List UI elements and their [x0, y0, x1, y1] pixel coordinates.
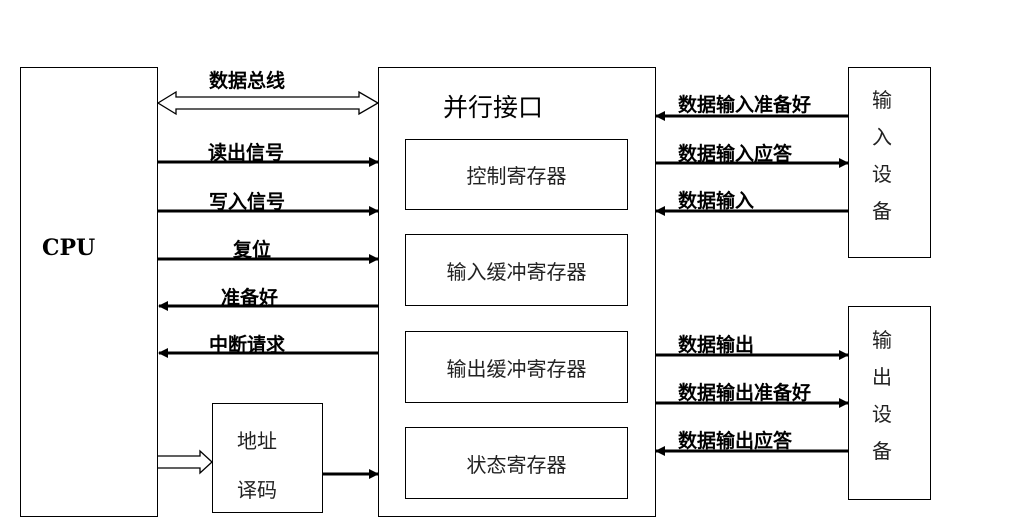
- status-register: 状态寄存器: [405, 427, 628, 499]
- output-device-char: 输: [872, 328, 892, 352]
- data-bus-arrow: [156, 90, 380, 116]
- input-device-char: 设: [872, 162, 892, 186]
- cpu-box: [20, 67, 158, 517]
- output-device-label: 输 出 设 备: [872, 322, 892, 470]
- connection-lines: [156, 90, 849, 479]
- cpu-label: CPU: [42, 235, 96, 261]
- input-ack-label: 数据输入应答: [678, 143, 793, 165]
- input-ready-label: 数据输入准备好: [678, 94, 812, 116]
- output-ack-label: 数据输出应答: [678, 430, 793, 452]
- data-bus-label: 数据总线: [209, 70, 286, 92]
- output-device-box: [848, 306, 931, 500]
- input-device-char: 备: [872, 199, 892, 223]
- write-signal-label: 写入信号: [209, 191, 286, 213]
- decoder-label-line2: 译码: [237, 478, 277, 502]
- control-register: 控制寄存器: [405, 139, 628, 210]
- address-arrow: [158, 449, 213, 475]
- output-device-char: 备: [872, 439, 892, 463]
- input-device-box: [848, 67, 931, 258]
- input-device-label: 输 入 设 备: [872, 82, 892, 230]
- output-buffer-register: 输出缓冲寄存器: [405, 331, 628, 403]
- input-device-char: 入: [872, 125, 892, 149]
- input-device-char: 输: [872, 88, 892, 112]
- input-data-label: 数据输入: [678, 190, 755, 212]
- output-data-label: 数据输出: [678, 334, 755, 356]
- address-decoder-box: [212, 403, 323, 513]
- interrupt-signal-label: 中断请求: [209, 334, 286, 356]
- output-device-char: 设: [872, 402, 892, 426]
- interface-title: 并行接口: [443, 93, 544, 122]
- output-device-char: 出: [872, 365, 892, 389]
- input-buffer-register: 输入缓冲寄存器: [405, 234, 628, 306]
- ready-signal-label: 准备好: [221, 287, 279, 309]
- read-signal-label: 读出信号: [208, 142, 285, 164]
- reset-signal-label: 复位: [233, 239, 272, 261]
- output-ready-label: 数据输出准备好: [678, 382, 812, 404]
- decoder-label-line1: 地址: [237, 429, 277, 453]
